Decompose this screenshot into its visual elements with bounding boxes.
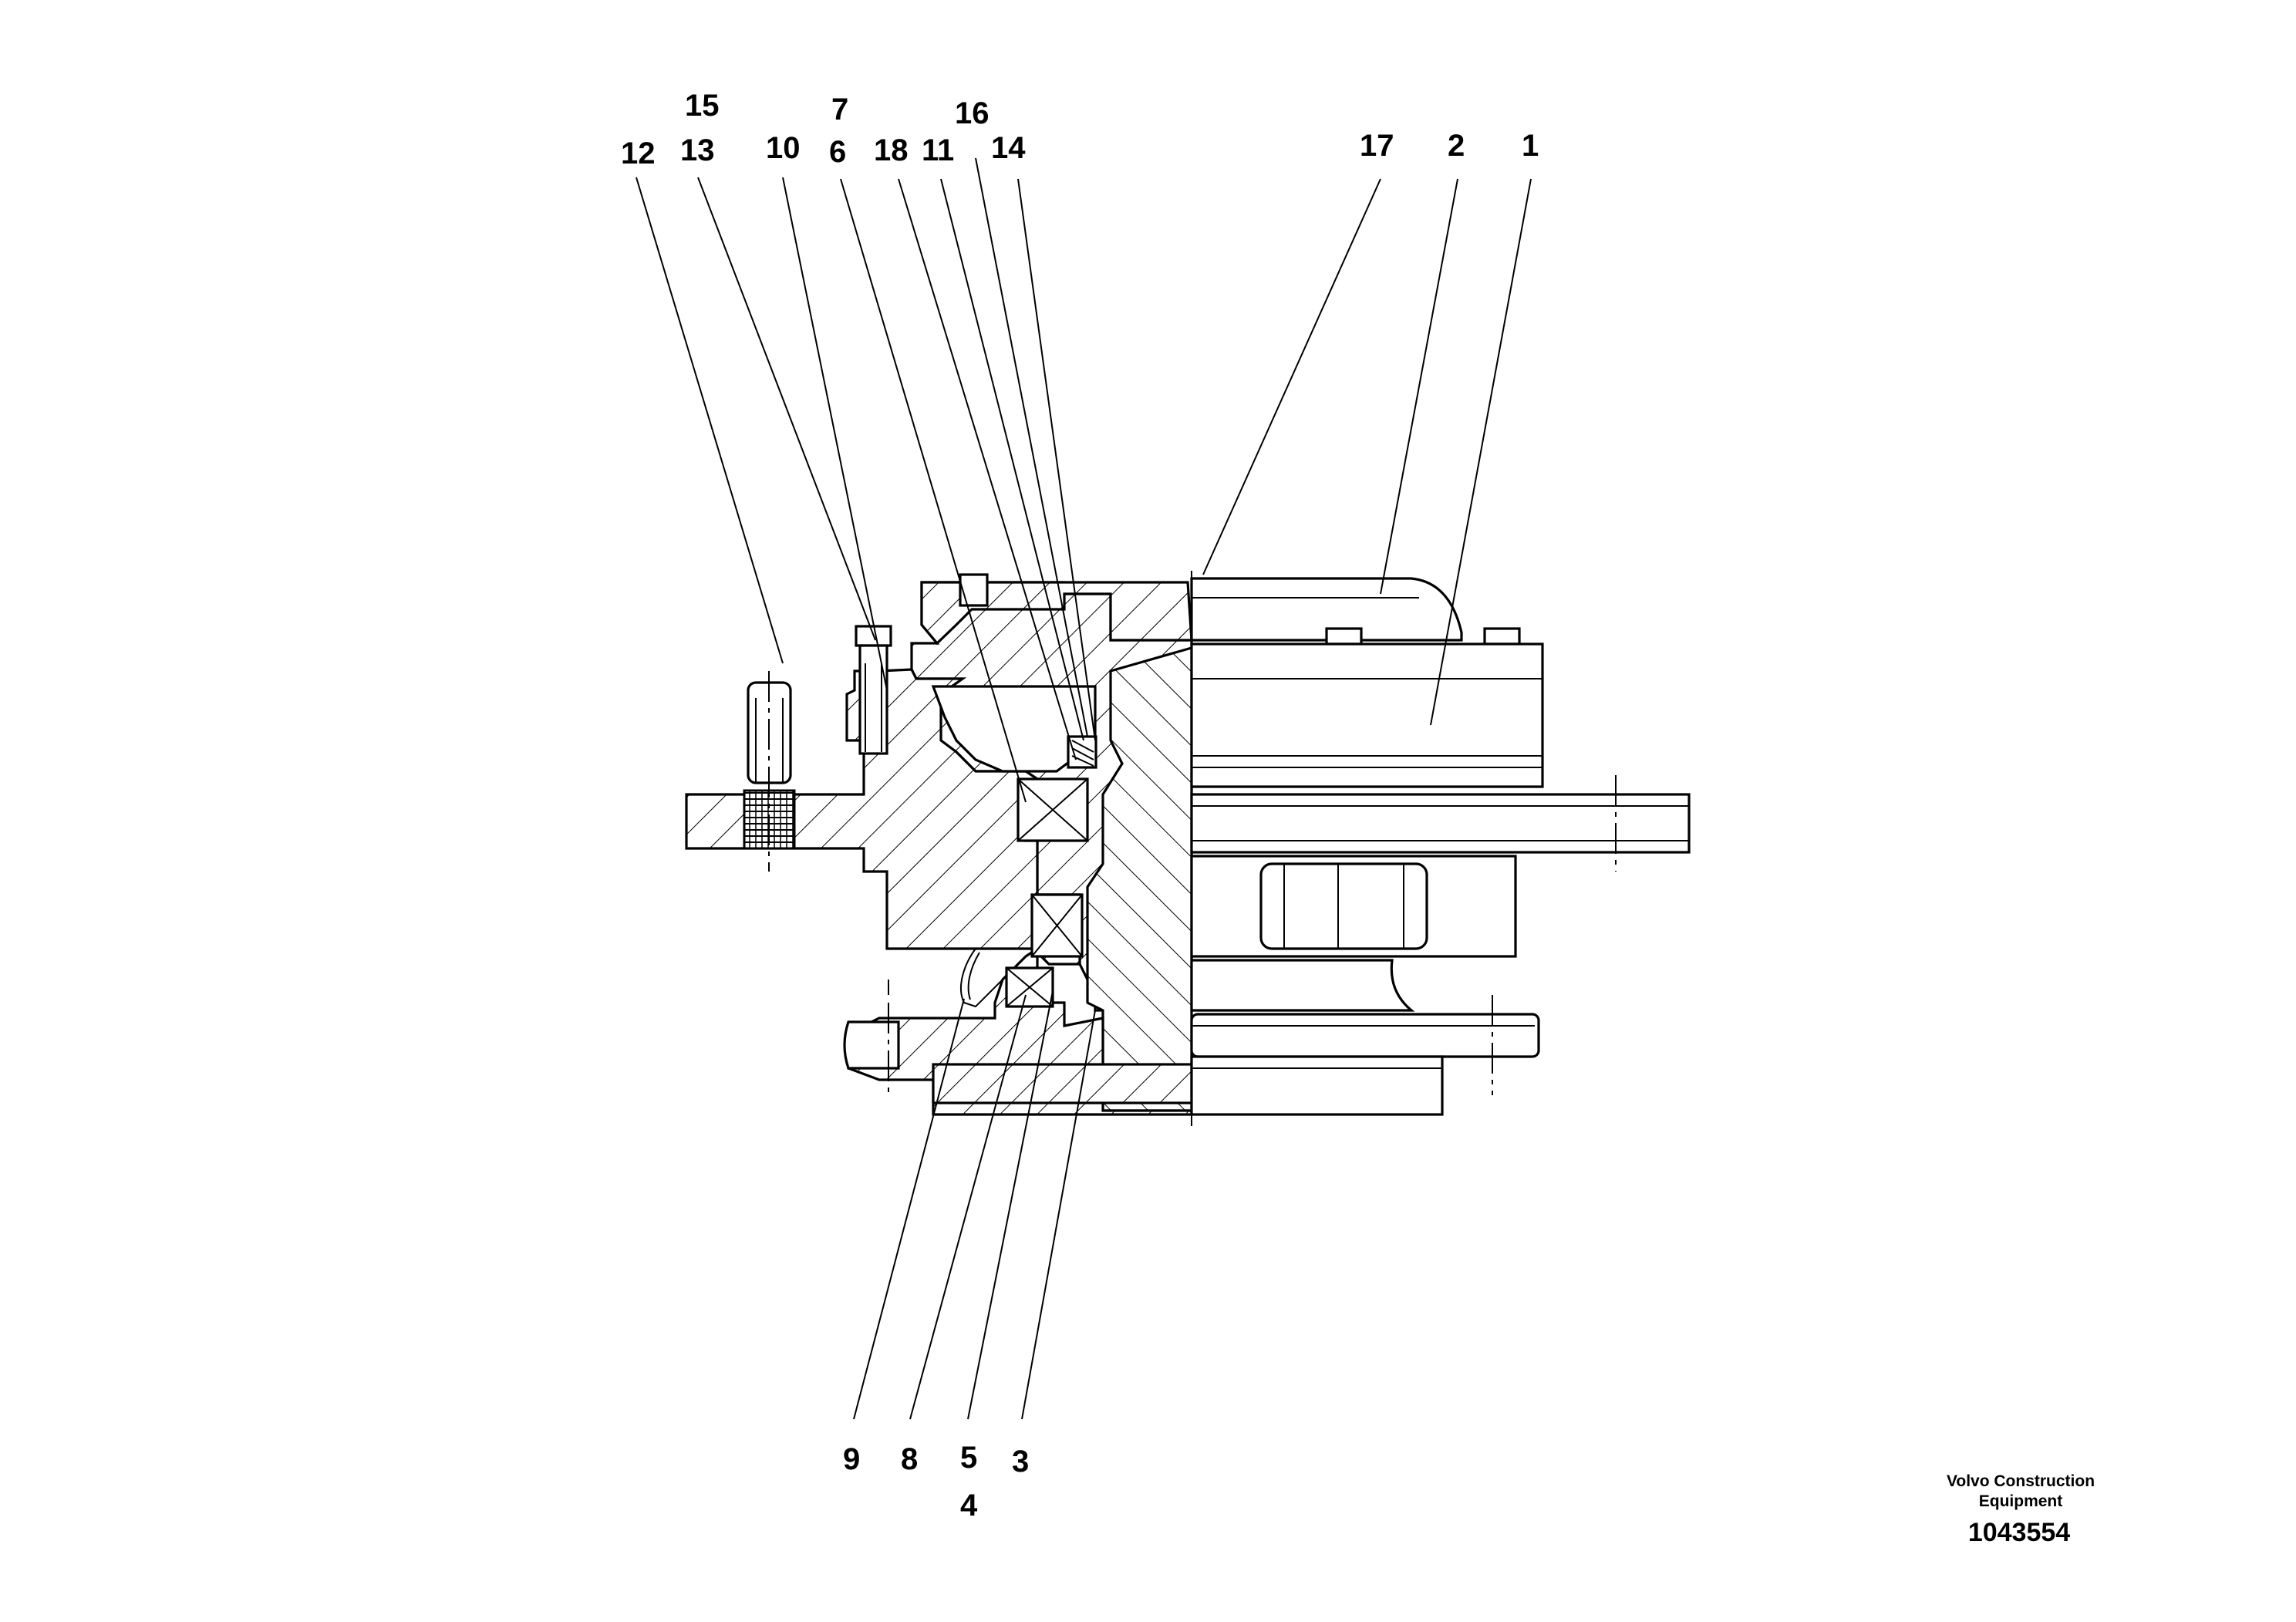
leader-lines [636,157,1532,1420]
plug-screw [959,573,989,607]
callout-7: 7 [831,93,848,126]
brake-disc [1190,1013,1540,1058]
callout-1: 1 [1522,129,1539,163]
callout-10: 10 [766,131,801,165]
callouts: 15 7 16 12 13 10 6 18 11 14 17 2 1 9 8 5… [621,89,1539,1523]
callout-13: 13 [680,133,715,167]
callout-15: 15 [685,89,720,123]
gear-housing [1190,642,1544,788]
neck [1190,959,1415,1012]
callout-9: 9 [843,1442,860,1476]
wheel-stud [743,671,796,872]
brand-line-2: Equipment [1979,1492,2063,1510]
callout-18: 18 [874,133,909,167]
brand-block: Volvo Construction Equipment 1043554 [1947,1472,2095,1547]
brand-line-1: Volvo Construction [1947,1472,2095,1490]
callout-11: 11 [922,133,954,167]
sectioned-housing [685,573,1193,1116]
seal-pack [1067,735,1097,769]
cover-bolt-left [1325,627,1363,646]
callout-2: 2 [1448,129,1465,163]
callout-14: 14 [991,131,1026,165]
output-shaft [1190,793,1691,854]
drive-coupling [1259,862,1428,950]
small-bearing [1005,966,1054,1008]
upper-bearing [1017,777,1089,842]
callout-8: 8 [901,1442,918,1476]
callout-3: 3 [1012,1445,1029,1479]
cap-screw [855,625,892,755]
bottom-flange [932,1063,1193,1104]
callout-17: 17 [1360,129,1394,163]
cover-bolt-right [1483,627,1521,646]
callout-4: 4 [960,1489,978,1523]
inner-cavity [931,685,1097,773]
top-cover [1190,577,1463,642]
callout-5: 5 [960,1441,977,1475]
exterior-view [1190,577,1691,1116]
callout-6: 6 [829,135,846,169]
drawing-number: 1043554 [1968,1518,2070,1547]
left-disc-stub [843,1003,900,1095]
seal [960,948,1003,1008]
base-ring [1190,1055,1444,1116]
lower-bearing [1030,893,1084,958]
callout-16: 16 [955,96,990,130]
callout-12: 12 [621,137,656,170]
